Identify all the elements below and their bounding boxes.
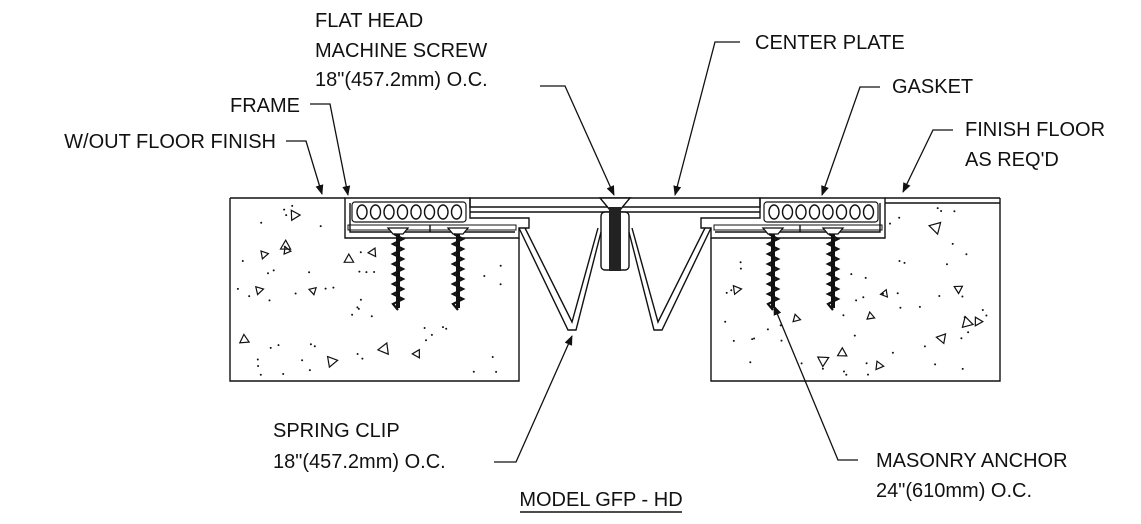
flat-head-machine-screw [600,207,630,271]
anchor-label-line1: MASONRY ANCHOR [876,450,1068,472]
screw-label-line2: MACHINE SCREW [315,40,487,62]
finish-floor-label-line1: FINISH FLOOR [965,119,1105,141]
center-plate-label: CENTER PLATE [755,32,905,54]
anchor-label-line2: 24"(610mm) O.C. [876,480,1032,502]
frame-label-line1: FRAME [230,95,300,117]
concrete-aggregate [236,204,988,376]
finish-floor-layer [885,197,1000,204]
spring-clip [518,227,712,331]
frame-label-line2: W/OUT FLOOR FINISH [64,131,276,153]
spring-clip-label-line1: SPRING CLIP [273,420,400,442]
left-concrete-slab [229,198,520,382]
right-gasket [763,201,879,223]
drawing-title: MODEL GFP - HD [519,489,682,511]
screw-label-line3: 18"(457.2mm) O.C. [315,69,488,91]
gasket-label: GASKET [892,76,973,98]
finish-floor-label-line2: AS REQ'D [965,149,1059,171]
screw-label-line1: FLAT HEAD [315,10,423,32]
right-concrete-slab [710,198,1001,382]
masonry-anchors [386,227,845,311]
left-gasket [351,201,467,223]
leader-lines [286,41,953,463]
spring-clip-label-line2: 18"(457.2mm) O.C. [273,451,446,473]
